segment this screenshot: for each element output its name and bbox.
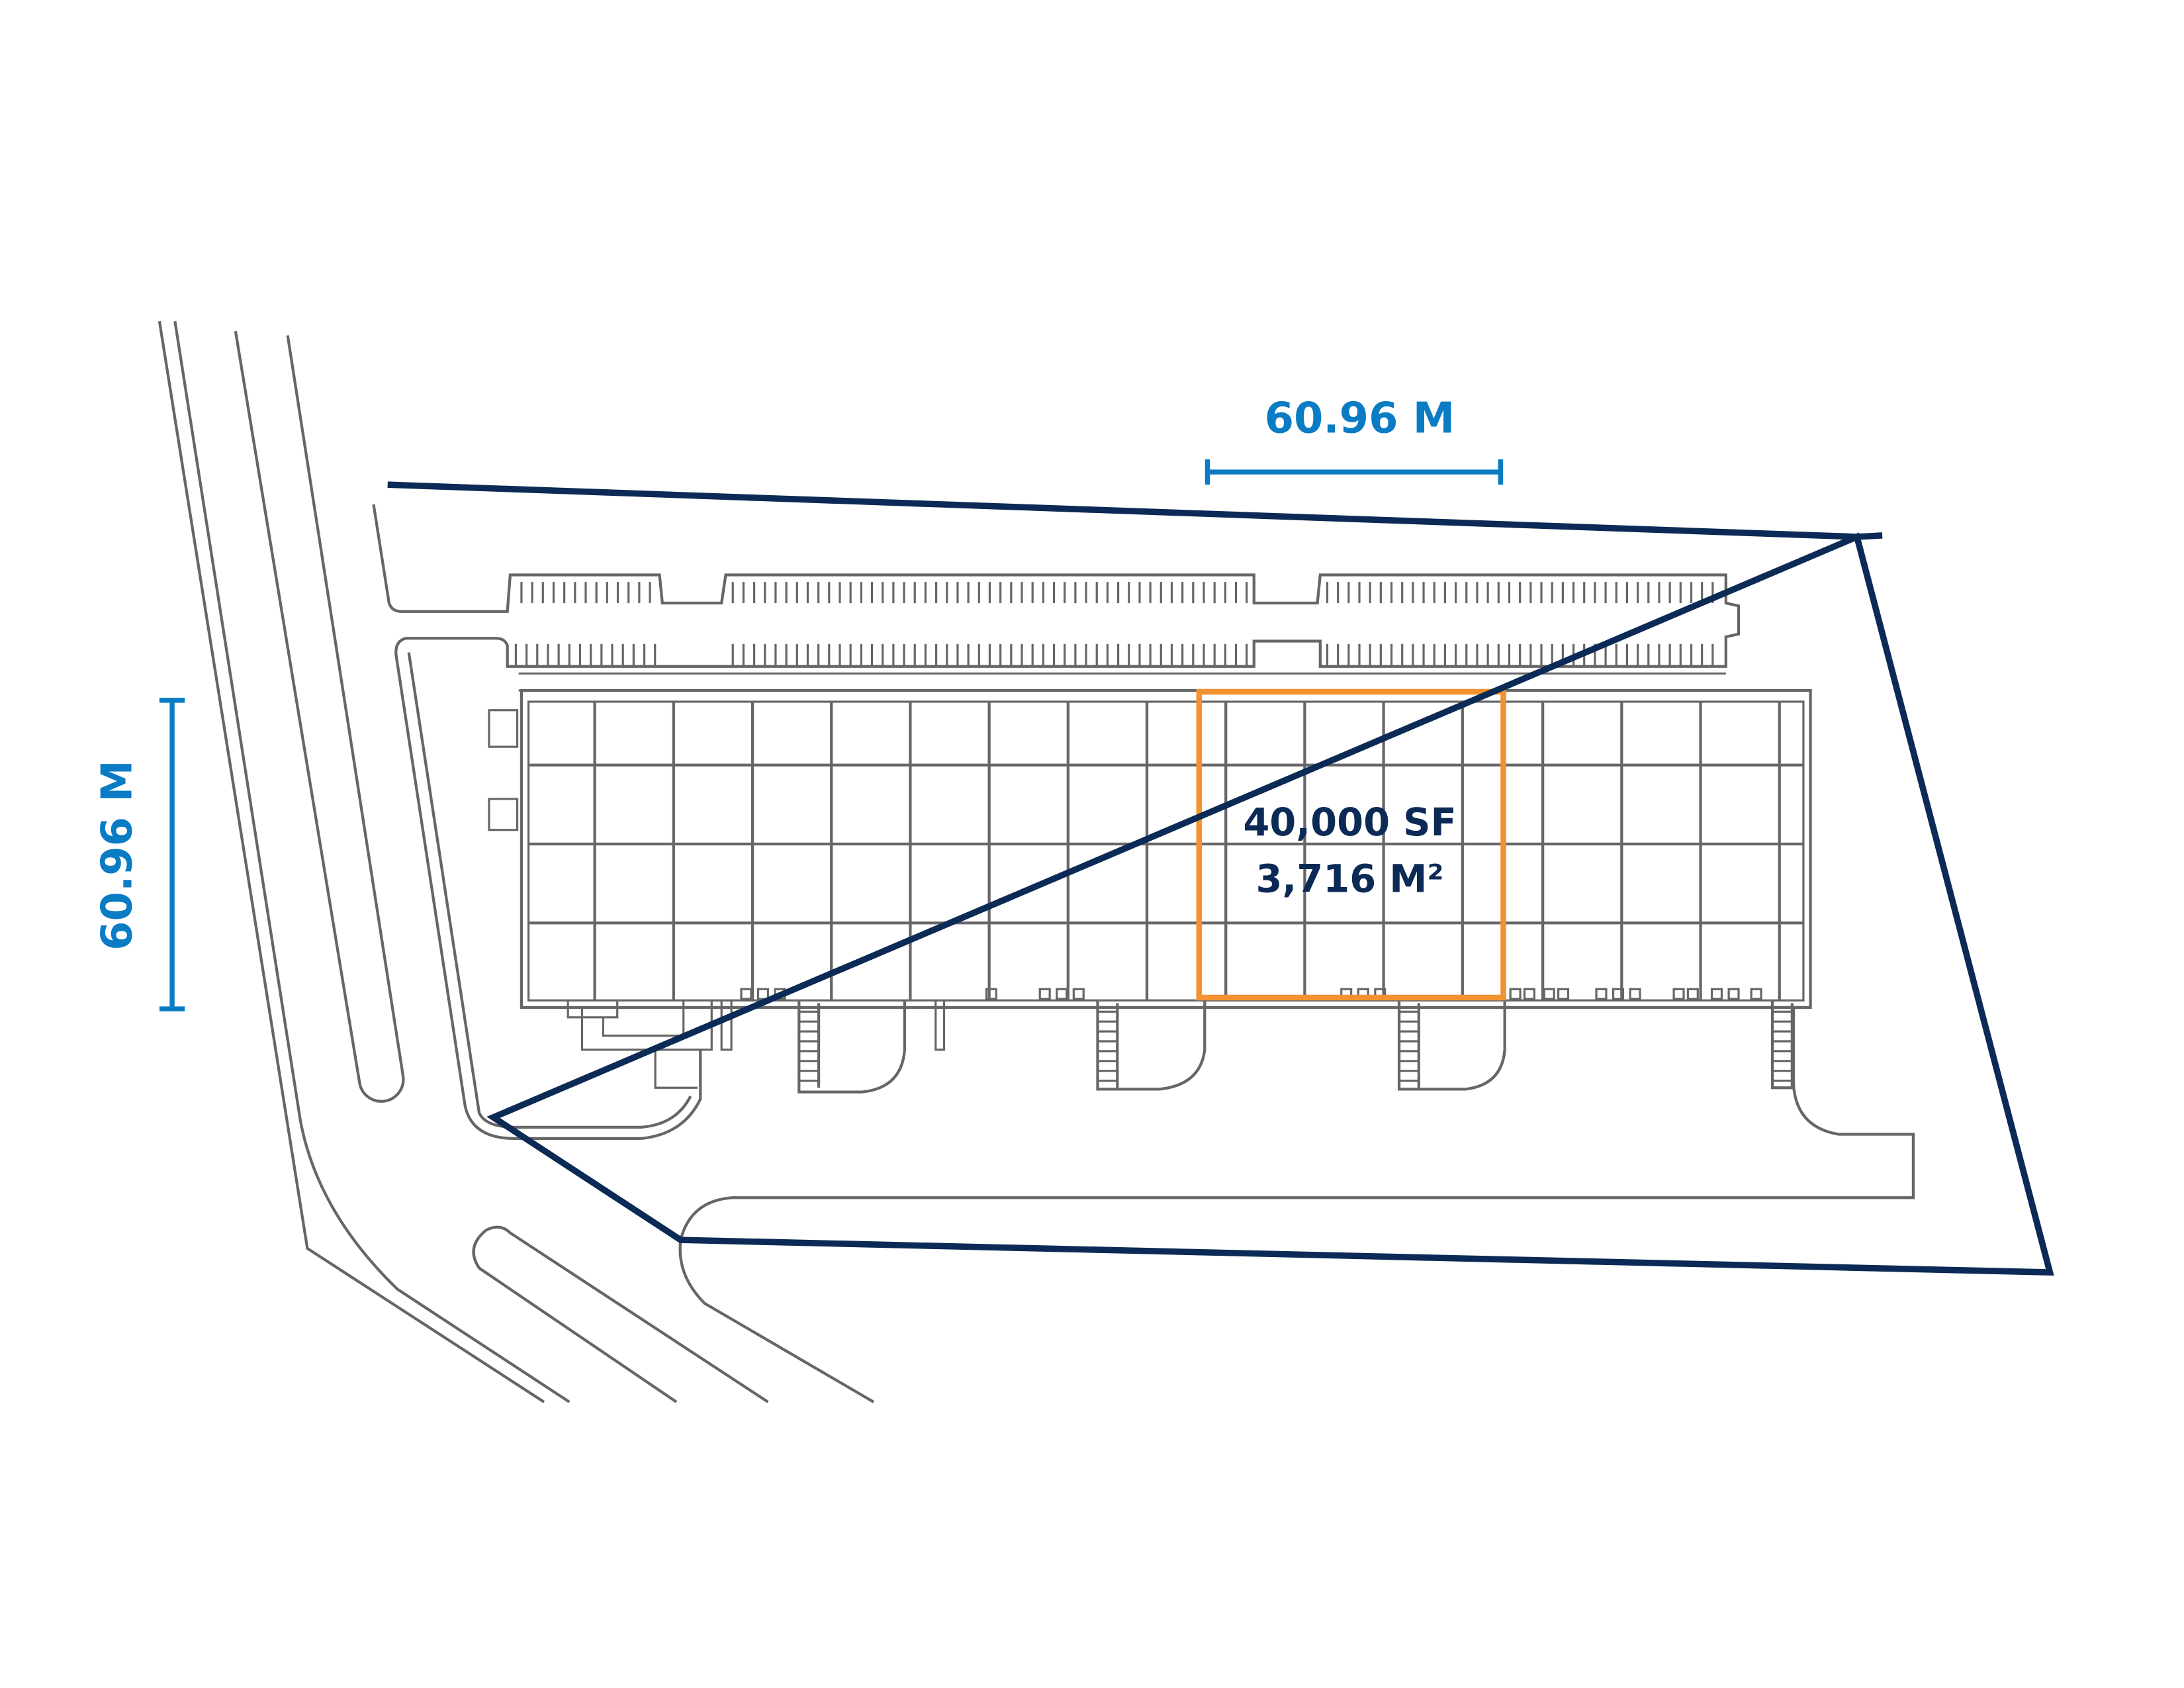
- dock-door: [1056, 988, 1068, 1000]
- dimension-horizontal-label: 60.96 M: [1265, 394, 1455, 443]
- dock-door: [1595, 988, 1608, 1000]
- dock-door: [985, 988, 997, 1000]
- roads: [158, 320, 1915, 1403]
- dock-door: [1557, 988, 1570, 1000]
- dock-door: [1686, 988, 1699, 1000]
- dock-door: [1727, 988, 1740, 1000]
- dock-door: [1629, 988, 1641, 1000]
- suite-area-sf: 40,000 SF: [1243, 800, 1456, 845]
- dimension-vertical: 60.96 M: [93, 698, 185, 1011]
- dock-door: [1072, 988, 1085, 1000]
- dock-door: [756, 988, 770, 1000]
- dock-door: [1038, 988, 1051, 1000]
- dimension-horizontal: 60.96 M: [1205, 394, 1504, 485]
- dock-door: [1612, 988, 1625, 1000]
- property-boundary: [387, 481, 2054, 1276]
- dimension-vertical-label: 60.96 M: [93, 760, 142, 951]
- dock-door: [1509, 988, 1522, 1000]
- dock-door: [1672, 988, 1685, 1000]
- building: [488, 688, 1812, 1089]
- parking-stalls: [514, 582, 1714, 667]
- dock-door: [1710, 988, 1723, 1000]
- loading-docks: [740, 988, 1794, 1094]
- dock-door: [1523, 988, 1535, 1000]
- dock-door: [1750, 988, 1762, 1000]
- dock-door: [740, 988, 752, 1000]
- dock-door: [1543, 988, 1555, 1000]
- highlighted-suite[interactable]: [1196, 688, 1506, 1001]
- suite-area-m2: 3,716 M²: [1255, 857, 1443, 901]
